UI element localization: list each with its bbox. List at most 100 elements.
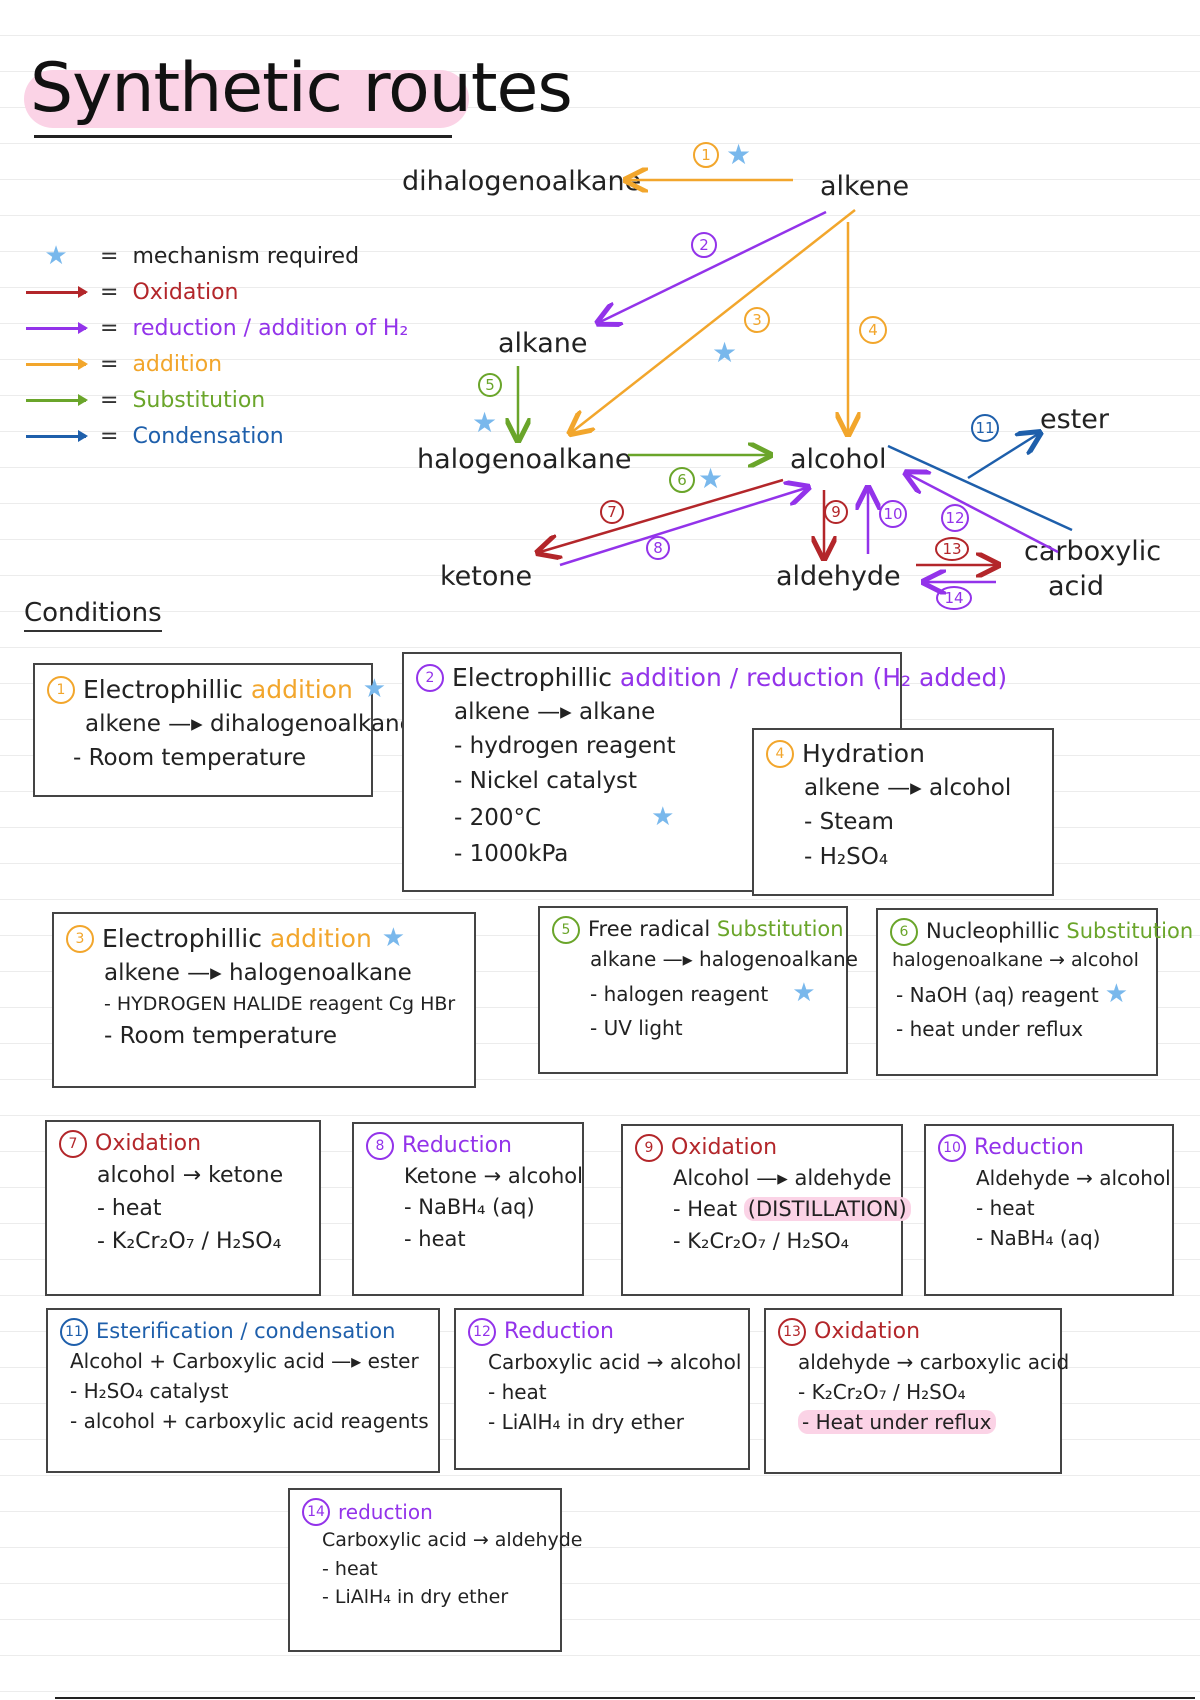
card-title-type: addition <box>250 674 353 704</box>
legend-label: mechanism required <box>132 243 360 269</box>
arrow-route-7 <box>540 478 784 552</box>
card-line: alkene —▸ dihalogenoalkane <box>85 710 414 737</box>
legend-equals: = <box>100 315 119 341</box>
card-line: - hydrogen reagent <box>454 733 676 759</box>
card-heading: 3 Electrophillic addition ★ <box>66 922 462 956</box>
card-title-type: addition / reduction (H₂ added) <box>619 663 1008 692</box>
card-line: halogenoalkane → alcohol <box>892 949 1139 971</box>
route-number-badge: 14 <box>302 1498 330 1526</box>
svg-text:9: 9 <box>831 503 841 521</box>
card-line: Aldehyde → alcohol <box>976 1165 1171 1190</box>
card-line: - heat <box>976 1195 1035 1220</box>
card-line: alkene —▸ alcohol <box>804 774 1012 801</box>
route-badge-1: 1 <box>693 142 719 168</box>
node-aldehyde: aldehyde <box>776 561 901 592</box>
route-badge-8: 8 <box>646 536 670 560</box>
card-line: - H₂SO₄ catalyst <box>70 1379 229 1403</box>
card-line: - NaOH (aq) reagent★ <box>890 975 1144 1014</box>
node-carboxylic-acid-line1: carboxylic <box>1024 536 1161 567</box>
svg-text:14: 14 <box>944 589 963 607</box>
legend-label: Substitution <box>132 387 266 413</box>
svg-text:2: 2 <box>699 236 709 254</box>
svg-text:11: 11 <box>975 419 994 437</box>
legend-label: Condensation <box>132 423 284 449</box>
card-heading: 13 Oxidation <box>778 1318 1048 1347</box>
red-arrow-icon <box>26 285 88 298</box>
card-line: - Room temperature <box>73 745 306 772</box>
card-line: - Steam <box>804 809 894 835</box>
card-line: - halogen reagent★ <box>552 974 834 1013</box>
card-line: - LiAlH₄ in dry ether <box>322 1586 509 1608</box>
svg-text:10: 10 <box>883 505 902 523</box>
page-title: Synthetic routes <box>30 49 573 128</box>
legend-row-reduction: = reduction / addition of H₂ <box>26 310 408 346</box>
card-title: Electrophillic <box>102 923 262 953</box>
card-line: aldehyde → carboxylic acid <box>798 1349 1070 1374</box>
card-line-text: - NaOH (aq) reagent <box>896 982 1099 1007</box>
node-ester: ester <box>1040 404 1110 435</box>
card-line: - K₂Cr₂O₇ / H₂SO₄ <box>798 1379 966 1404</box>
star-icon: ★ <box>44 241 68 271</box>
arrow-route-11-ester <box>967 434 1038 480</box>
route-badge-10: 10 <box>879 500 907 528</box>
title-underline <box>34 135 452 138</box>
star-icon: ★ <box>712 336 737 369</box>
card-line: - heat <box>488 1379 547 1404</box>
legend: ★ = mechanism required = Oxidation = red… <box>26 238 408 454</box>
legend-row-addition: = addition <box>26 346 408 382</box>
svg-text:4: 4 <box>868 321 878 339</box>
card-line: alcohol → ketone <box>97 1162 284 1188</box>
card-line-text: - Heat <box>673 1197 738 1222</box>
conditions-heading: Conditions <box>24 598 162 632</box>
legend-row-condensation: = Condensation <box>26 418 408 454</box>
green-arrow-icon <box>26 393 88 406</box>
route-number-badge: 5 <box>552 916 580 944</box>
svg-text:7: 7 <box>607 503 617 521</box>
star-icon: ★ <box>362 674 387 704</box>
condition-card-14: 14 reduction Carboxylic acid → aldehyde … <box>288 1488 583 1652</box>
card-line: - LiAlH₄ in dry ether <box>488 1409 684 1434</box>
condition-card-2: 2 Electrophillic addition / reduction (H… <box>402 652 1007 892</box>
condition-card-12: 12 Reduction Carboxylic acid → alcohol -… <box>454 1308 750 1470</box>
legend-label: reduction / addition of H₂ <box>132 315 409 341</box>
card-line: Alcohol + Carboxylic acid —▸ ester <box>70 1349 419 1373</box>
condition-card-13: 13 Oxidation aldehyde → carboxylic acid … <box>764 1308 1070 1474</box>
card-title: Esterification / condensation <box>96 1319 396 1344</box>
star-icon: ★ <box>472 406 497 439</box>
route-number-badge: 1 <box>47 675 75 704</box>
legend-equals: = <box>100 279 119 305</box>
card-title: Oxidation <box>671 1135 778 1160</box>
card-title: Electrophillic <box>83 674 243 704</box>
route-number-badge: 9 <box>635 1134 663 1163</box>
card-line: - Nickel catalyst <box>454 767 638 794</box>
route-number-badge: 12 <box>468 1318 496 1347</box>
svg-text:13: 13 <box>942 540 961 558</box>
card-line: - 200°C★ <box>416 798 888 837</box>
card-line: - 1000kPa <box>454 841 569 867</box>
node-halogenoalkane: halogenoalkane <box>417 444 632 475</box>
arrow-route-12 <box>908 474 1059 554</box>
orange-arrow-icon <box>26 357 88 370</box>
card-line: - heat <box>97 1195 162 1221</box>
card-line: - heat <box>404 1226 466 1251</box>
node-carboxylic-acid-line2: acid <box>1048 571 1104 602</box>
legend-row-substitution: = Substitution <box>26 382 408 418</box>
card-title: Oxidation <box>95 1131 202 1156</box>
node-alkane: alkane <box>498 328 587 359</box>
condition-card-4: 4 Hydration alkene —▸ alcohol - Steam - … <box>752 728 1054 896</box>
condition-card-8: 8 Reduction Ketone → alcohol - NaBH₄ (aq… <box>352 1122 584 1296</box>
condition-card-11: 11 Esterification / condensation Alcohol… <box>46 1308 440 1473</box>
card-heading: 1 Electrophillic addition ★ <box>47 673 386 707</box>
card-line-highlight: (DISTILLATION) <box>743 1197 911 1222</box>
route-badge-9: 9 <box>824 500 848 524</box>
route-number-badge: 6 <box>890 918 918 946</box>
svg-text:6: 6 <box>677 471 687 489</box>
condition-card-9: 9 Oxidation Alcohol —▸ aldehyde - Heat (… <box>621 1124 911 1296</box>
card-line: Ketone → alcohol <box>404 1163 583 1188</box>
card-line-text: - halogen reagent <box>590 982 769 1006</box>
route-number-badge: 10 <box>938 1134 966 1163</box>
card-line-highlight: - Heat under reflux <box>798 1409 996 1434</box>
card-title: Reduction <box>504 1319 614 1344</box>
card-line: Carboxylic acid → aldehyde <box>322 1529 583 1551</box>
route-badge-4: 4 <box>859 316 887 344</box>
